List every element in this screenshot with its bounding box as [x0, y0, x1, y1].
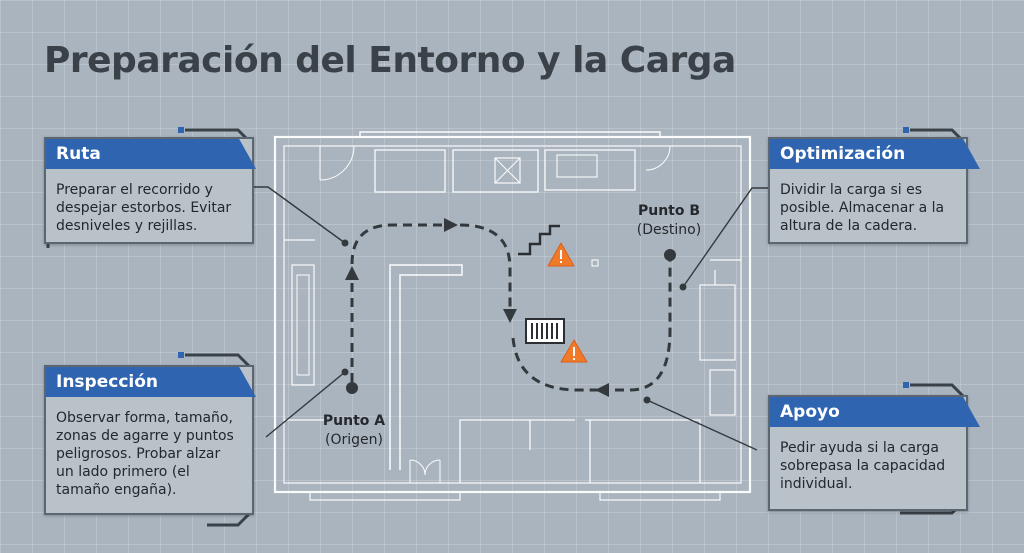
card-optimizacion-text: Dividir la carga si es posible. Almacena… [780, 182, 945, 234]
card-ruta: Ruta Preparar el recorrido y despejar es… [44, 137, 256, 244]
card-apoyo-text: Pedir ayuda si la carga sobrepasa la cap… [780, 440, 946, 492]
card-ruta-text: Preparar el recorrido y despejar estorbo… [56, 182, 232, 234]
card-apoyo-heading: Apoyo [770, 397, 980, 427]
point-a-name: Punto A [322, 413, 386, 429]
card-optimizacion: Optimización Dividir la carga si es posi… [768, 137, 980, 244]
point-a-sub: (Origen) [325, 432, 383, 448]
card-inspeccion-text: Observar forma, tamaño, zonas de agarre … [56, 410, 234, 498]
point-b-name: Punto B [637, 203, 701, 219]
warning-icon [547, 242, 575, 267]
point-b-label: Punto B (Destino) [626, 202, 712, 240]
warning-icon [560, 339, 588, 363]
card-ruta-heading: Ruta [46, 139, 256, 169]
point-b-sub: (Destino) [636, 222, 702, 238]
point-b-marker [664, 249, 676, 261]
point-a-marker [346, 382, 358, 394]
grate-icon [525, 318, 565, 344]
route-path [350, 223, 672, 392]
card-optimizacion-heading: Optimización [770, 139, 980, 169]
card-apoyo: Apoyo Pedir ayuda si la carga sobrepasa … [768, 395, 980, 511]
stairs-icon [518, 224, 560, 256]
plan-walls [273, 131, 752, 501]
point-a-label: Punto A (Origen) [312, 412, 396, 450]
card-inspeccion: Inspección Observar forma, tamaño, zonas… [44, 365, 256, 515]
card-inspeccion-heading: Inspección [46, 367, 256, 397]
page-title: Preparación del Entorno y la Carga [44, 40, 736, 81]
